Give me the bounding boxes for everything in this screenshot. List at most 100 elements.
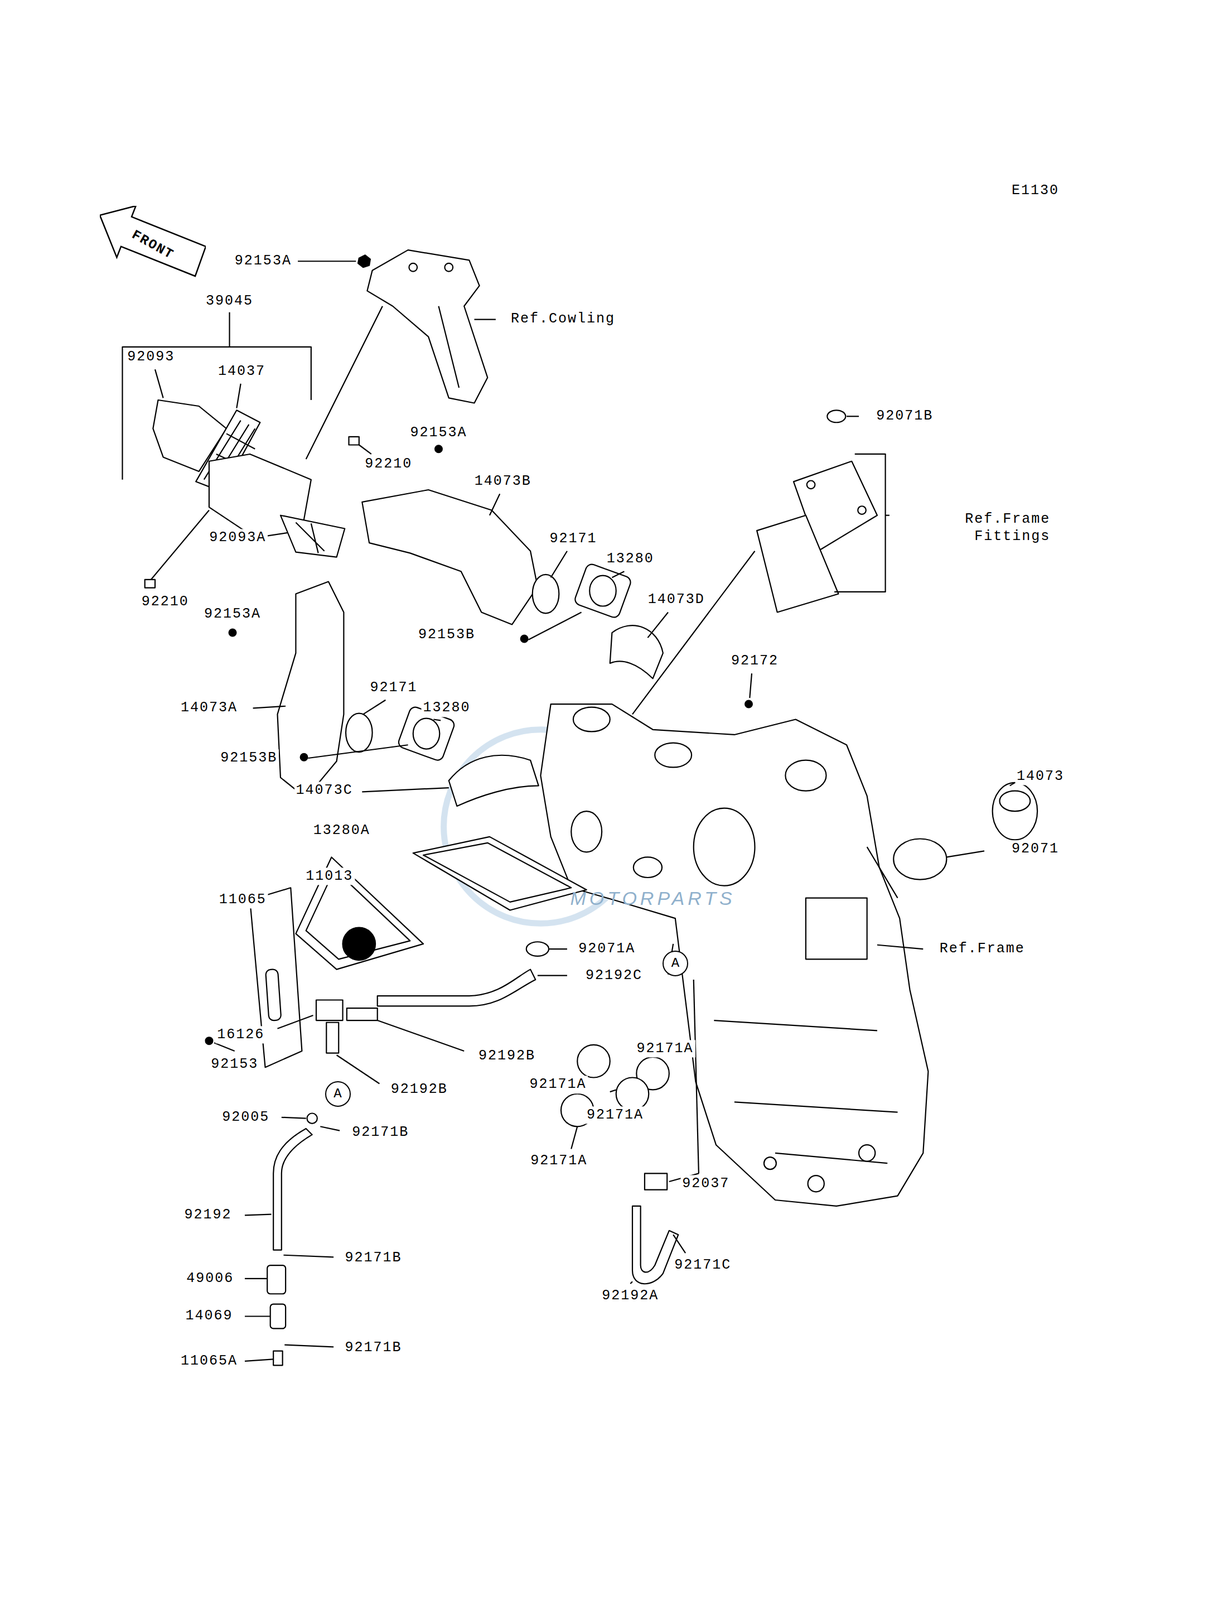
callout-number: 92192	[182, 1206, 234, 1224]
hose-part	[273, 1350, 283, 1366]
reference-label: Ref.Cowling	[509, 310, 617, 328]
callout-number: 92171A	[528, 1152, 589, 1170]
hose-part	[326, 1022, 339, 1053]
leader-line-part	[155, 369, 164, 398]
intake-cover-part	[280, 515, 345, 558]
leader-line-part	[946, 850, 985, 857]
frame-fitting-part	[999, 790, 1031, 812]
leader-line-part	[867, 846, 898, 898]
watermark: MOTORPARTS	[568, 885, 737, 910]
frame-part	[785, 760, 826, 791]
air-filter-part	[413, 836, 587, 911]
leader-line-part	[548, 948, 568, 950]
cowling-bracket-part	[444, 263, 453, 272]
clamp-part	[589, 575, 617, 607]
leader-line-part	[307, 744, 408, 758]
callout-number: 92192B	[389, 1080, 450, 1099]
intake-cover-part	[144, 579, 156, 588]
leader-line-part	[244, 1358, 274, 1361]
leader-line-part	[214, 1042, 235, 1051]
callout-number: 14073B	[472, 472, 534, 491]
clamp-part	[532, 574, 560, 614]
leader-line-part	[122, 346, 311, 480]
callout-number: 16126	[215, 1025, 267, 1043]
leader-line-part	[474, 318, 496, 320]
clamp-part	[577, 1044, 611, 1078]
leader-line-part	[537, 974, 568, 976]
callout-number: 49006	[184, 1269, 236, 1287]
leader-line-part	[151, 510, 210, 580]
leader-line-part	[673, 1234, 686, 1253]
leader-line-part	[1009, 782, 1015, 786]
callout-number: 14073D	[646, 591, 707, 609]
frame-part	[693, 808, 756, 886]
leader-line-part	[749, 673, 752, 698]
callout-number: 92210	[139, 592, 191, 611]
leader-line-part	[363, 699, 386, 715]
callout-number: 14073C	[294, 781, 355, 800]
air-filter	[249, 836, 587, 1067]
leader-line-part	[236, 383, 241, 409]
callout-number: 14073A	[179, 699, 240, 717]
callout-number: 11065A	[179, 1351, 240, 1370]
callout-number: 11013	[303, 867, 355, 886]
node-text: A	[671, 955, 680, 971]
callout-number: 92071B	[874, 407, 935, 425]
frame-fitting-part	[992, 782, 1038, 840]
callout-number: 14069	[183, 1307, 235, 1325]
leader-line-part	[877, 944, 923, 949]
leader-line-part	[336, 1054, 380, 1084]
air-filter-part	[342, 927, 376, 961]
frame-part	[571, 810, 602, 852]
callout-number: 39045	[204, 292, 255, 310]
intake-cover-part	[349, 436, 360, 446]
callout-number: 92171C	[672, 1255, 733, 1274]
bolt-part	[434, 445, 443, 453]
frame-part	[633, 856, 662, 878]
callout-number: 13280	[605, 550, 656, 568]
callout-number: 92153B	[416, 625, 477, 644]
frame-fitting-part	[756, 515, 839, 613]
leader-line-part	[550, 550, 568, 578]
hose-part	[346, 1007, 378, 1021]
clamp-part	[573, 562, 632, 620]
cowling-bracket	[358, 249, 488, 403]
callout-number: 92171B	[342, 1338, 404, 1357]
callout-number: 11065	[217, 891, 269, 909]
callout-number: 92071A	[576, 939, 637, 957]
leader-line-part	[433, 719, 441, 721]
leader-line-part	[320, 1125, 340, 1130]
leader-line-part	[834, 453, 886, 592]
leader-line-part	[528, 611, 582, 640]
frame-fitting-part	[857, 505, 867, 515]
hose-part	[632, 1205, 679, 1284]
leader-line-part	[632, 550, 755, 715]
callout-number: 13280	[421, 699, 473, 717]
air-duct-part	[361, 489, 538, 625]
frame-part	[858, 1144, 876, 1161]
air-duct-part	[277, 581, 344, 799]
leader-line	[122, 260, 1015, 1361]
leader-line-part	[297, 260, 356, 262]
bolt-part	[745, 700, 753, 708]
intake-cover-part	[295, 522, 325, 554]
frame-part	[713, 1020, 898, 1163]
callout-number: 92210	[363, 455, 414, 473]
leader-line-part	[846, 415, 859, 417]
hose-part	[270, 1303, 286, 1329]
frame-part	[540, 703, 928, 1206]
leader-line-part	[244, 1315, 271, 1317]
frame-part	[764, 1156, 777, 1169]
clamp-part	[413, 718, 441, 749]
callout-number: 92171A	[527, 1075, 588, 1094]
leader-line-part	[377, 1020, 464, 1051]
intake-cover	[144, 399, 360, 588]
air-filter-part	[265, 968, 282, 1021]
leader-line-part	[306, 306, 383, 459]
frame-fitting-part	[893, 838, 947, 880]
air-filter-part	[423, 842, 572, 902]
callout-number: 92037	[680, 1174, 732, 1192]
leader-line-part	[244, 1277, 268, 1279]
callout-number: 92153A	[408, 423, 469, 442]
frame-part	[808, 1175, 825, 1192]
